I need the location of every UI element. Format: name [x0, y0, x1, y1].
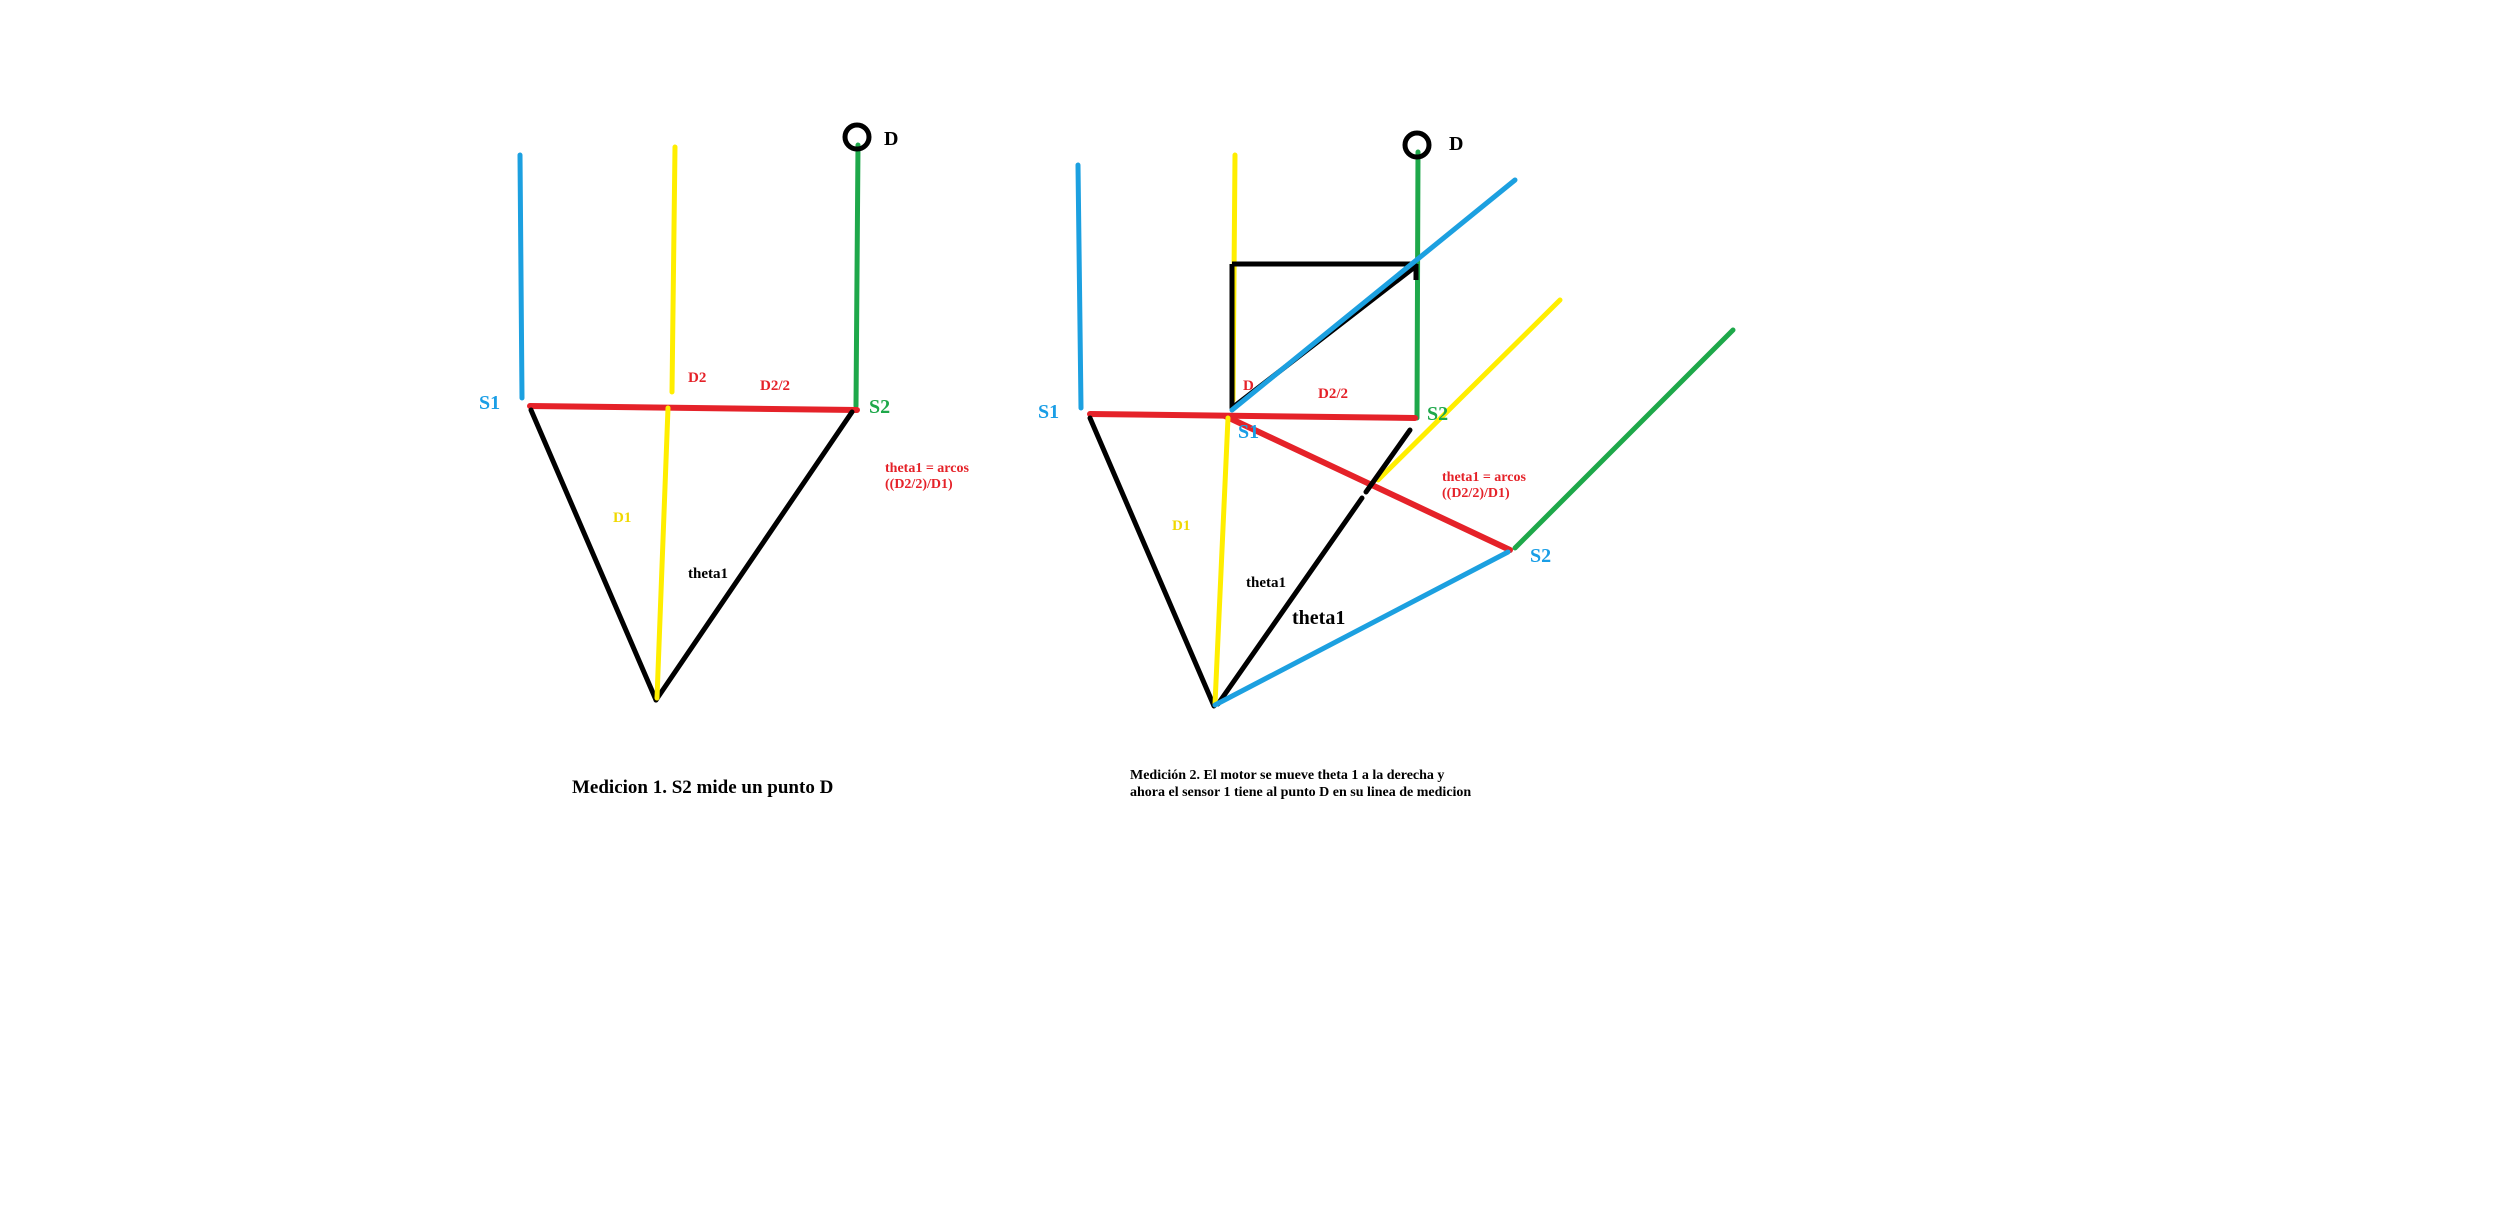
s2-rotated-measure-line	[1512, 327, 1736, 551]
s1-rotated-measure-line	[1229, 177, 1518, 413]
s2-measure-line-original	[1414, 149, 1421, 421]
label-theta1: theta1	[688, 566, 728, 582]
label-d2-half-2: D2/2	[1318, 386, 1348, 402]
formula-line-2-2: ((D2/2)/D1)	[1442, 486, 1510, 501]
caption-2-line-1: Medición 2. El motor se mueve theta 1 a …	[1130, 768, 1444, 783]
label-s2-rotated: S2	[1530, 545, 1551, 567]
center-measure-line	[669, 144, 678, 395]
s1-measure-line	[517, 152, 525, 401]
label-s1-2: S1	[1038, 401, 1059, 423]
formula-line-2: ((D2/2)/D1)	[885, 477, 953, 492]
triangle-right-side	[653, 409, 855, 703]
formula-line-1: theta1 = arcos	[885, 461, 969, 476]
label-s2: S2	[869, 396, 890, 418]
point-d-marker	[842, 122, 872, 152]
rotated-side-to-s2	[1212, 549, 1511, 708]
center-rotated-measure-line	[1375, 297, 1563, 483]
label-d-partial: D	[1243, 378, 1254, 394]
label-d2-half: D2/2	[760, 378, 790, 394]
point-d-marker-2	[1402, 130, 1432, 160]
triangle-left-side-2	[1087, 415, 1217, 709]
triangle-right-side-2b	[1215, 495, 1365, 707]
caption-2-line-2: ahora el sensor 1 tiene al punto D en su…	[1130, 785, 1471, 800]
label-d-2: D	[1449, 133, 1463, 155]
s2-measure-line	[853, 142, 861, 409]
label-d1: D1	[613, 510, 631, 526]
label-s1: S1	[479, 392, 500, 414]
d1-line	[654, 405, 671, 701]
caption-1: Medicion 1. S2 mide un punto D	[572, 777, 833, 798]
s1-measure-line-original	[1075, 162, 1084, 411]
label-s2-2: S2	[1427, 403, 1448, 425]
formula-line-1-2: theta1 = arcos	[1442, 470, 1526, 485]
diagram-1: S1 S2 D D2 D2/2 D1 theta1 theta1 = arcos…	[479, 122, 969, 798]
label-s1-rotated: S1	[1238, 421, 1259, 443]
sensor-baseline	[527, 403, 860, 413]
d1-line-2	[1212, 415, 1231, 707]
label-theta1-small: theta1	[1246, 575, 1286, 591]
label-theta1-large: theta1	[1292, 607, 1345, 629]
diagram-2: S1 S2 S1 S2 D D D2/2 D1 theta1 theta1 th…	[1038, 130, 1736, 800]
label-d1-2: D1	[1172, 518, 1190, 534]
sensor-baseline-original	[1087, 411, 1418, 421]
label-d: D	[884, 128, 898, 150]
sensor-baseline-rotated	[1222, 413, 1513, 553]
triangle-right-side-2	[1363, 427, 1413, 495]
label-d2: D2	[688, 370, 706, 386]
triangle-left-side	[528, 407, 659, 703]
